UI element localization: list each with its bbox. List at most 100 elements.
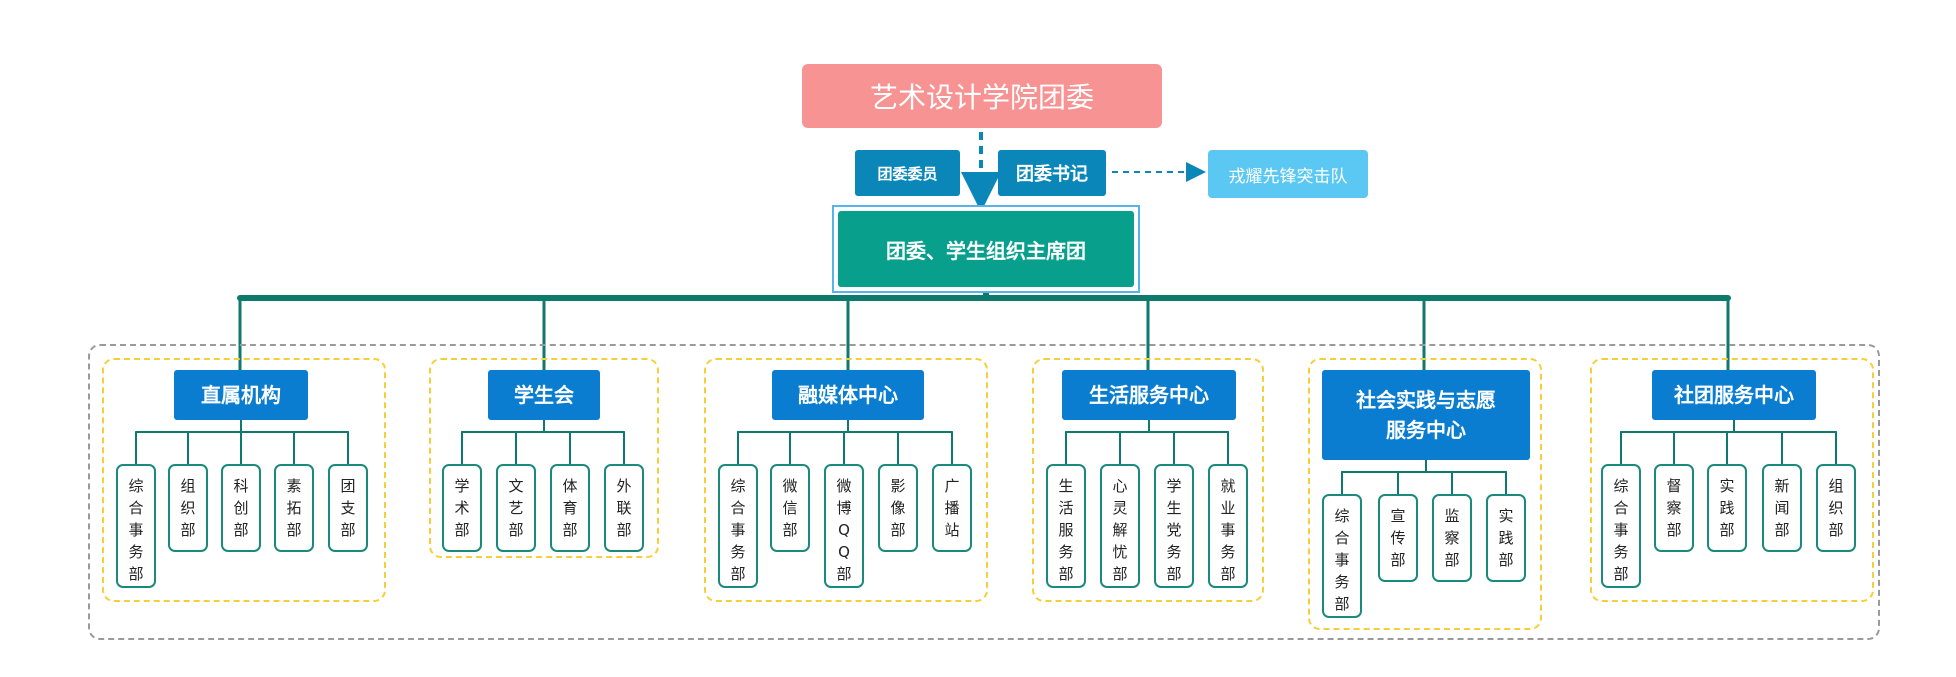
department-label-char: 综 (1334, 507, 1350, 525)
department-label-char: 部 (286, 521, 302, 539)
department-label-char: 部 (1828, 521, 1844, 539)
department-box: 督察部 (1654, 464, 1694, 552)
department-label-char: 合 (1613, 499, 1629, 517)
group-center-box: 社会实践与志愿 服务中心 (1322, 370, 1530, 460)
department-label-char: 播 (944, 499, 960, 517)
department-label-char: 务 (730, 543, 746, 561)
department-label-char: 事 (1613, 521, 1629, 539)
department-label-char: 务 (1166, 543, 1182, 561)
department-label-char: 察 (1666, 499, 1682, 517)
department-box: 综合事务部 (718, 464, 758, 588)
department-box: 综合事务部 (1322, 494, 1362, 618)
department-label-char: 部 (730, 565, 746, 583)
department-label-char: 联 (616, 499, 632, 517)
department-box: 监察部 (1432, 494, 1472, 582)
department-label-char: 事 (730, 521, 746, 539)
department-label-char: 综 (128, 477, 144, 495)
department-label-char: 部 (1774, 521, 1790, 539)
department-label-char: 党 (1166, 521, 1182, 539)
department-box: 心灵解忧部 (1100, 464, 1140, 588)
department-label-char: 务 (128, 543, 144, 561)
department-label-char: 文 (508, 477, 524, 495)
department-box: 微信部 (770, 464, 810, 552)
department-box: 素拓部 (274, 464, 314, 552)
department-box: 学术部 (442, 464, 482, 552)
department-label-char: 广 (944, 477, 960, 495)
department-label-char: 部 (1112, 565, 1128, 583)
department-label-char: 育 (562, 499, 578, 517)
department-label-char: 实 (1719, 477, 1735, 495)
department-box: 综合事务部 (116, 464, 156, 588)
department-box: 实践部 (1707, 464, 1747, 552)
department-label-char: 组 (180, 477, 196, 495)
department-label-char: 部 (616, 521, 632, 539)
group-center-box: 社团服务中心 (1652, 370, 1816, 420)
college-league-committee: 艺术设计学院团委 (802, 64, 1162, 128)
department-box: 学生党务部 (1154, 464, 1194, 588)
department-label-char: 综 (1613, 477, 1629, 495)
department-label-char: 就 (1220, 477, 1236, 495)
department-label-char: 站 (944, 521, 960, 539)
department-label-char: 务 (1613, 543, 1629, 561)
department-label-char: 织 (1828, 499, 1844, 517)
department-label-char: 部 (1166, 565, 1182, 583)
department-label-char: 务 (1334, 573, 1350, 591)
department-label-char: 像 (890, 499, 906, 517)
committee-secretary-box: 团委书记 (998, 150, 1106, 196)
department-label-char: 团 (340, 477, 356, 495)
department-label-char: 践 (1498, 529, 1514, 547)
department-label-char: 合 (1334, 529, 1350, 547)
committee-member-box: 团委委员 (855, 150, 960, 196)
department-label-char: 部 (836, 565, 852, 583)
department-label-char: 艺 (508, 499, 524, 517)
department-label-char: 事 (128, 521, 144, 539)
presidium-box: 团委、学生组织主席团 (838, 211, 1134, 287)
department-label-char: 合 (730, 499, 746, 517)
department-label-char: 体 (562, 477, 578, 495)
group-frame (1590, 358, 1874, 602)
department-label-char: 服 (1058, 521, 1074, 539)
department-label-char: 生 (1058, 477, 1074, 495)
department-label-char: Q (838, 521, 850, 539)
department-box: 广播站 (932, 464, 972, 552)
group-center-box: 生活服务中心 (1062, 370, 1236, 420)
department-box: 影像部 (878, 464, 918, 552)
department-label-char: 务 (1058, 543, 1074, 561)
department-label-char: 外 (616, 477, 632, 495)
department-box: 体育部 (550, 464, 590, 552)
department-label-char: 学 (1166, 477, 1182, 495)
department-label-char: 博 (836, 499, 852, 517)
department-label-char: 事 (1334, 551, 1350, 569)
department-label-char: 部 (454, 521, 470, 539)
department-label-char: 微 (782, 477, 798, 495)
department-label-char: 部 (1613, 565, 1629, 583)
department-label-char: 心 (1112, 477, 1128, 495)
department-label-char: 督 (1666, 477, 1682, 495)
department-label-char: 部 (1058, 565, 1074, 583)
department-label-char: 解 (1112, 521, 1128, 539)
department-label-char: 部 (890, 521, 906, 539)
department-label-char: 拓 (286, 499, 302, 517)
department-box: 宣传部 (1378, 494, 1418, 582)
department-label-char: 部 (782, 521, 798, 539)
department-label-char: 术 (454, 499, 470, 517)
department-label-char: 宣 (1390, 507, 1406, 525)
department-label-char: 部 (1334, 595, 1350, 613)
department-label-char: 部 (1390, 551, 1406, 569)
group-frame (704, 358, 988, 602)
department-label-char: 部 (233, 521, 249, 539)
department-label-char: 影 (890, 477, 906, 495)
group-center-box: 融媒体中心 (772, 370, 924, 420)
department-label-char: 部 (1220, 565, 1236, 583)
department-label-char: 生 (1166, 499, 1182, 517)
department-label-char: 学 (454, 477, 470, 495)
department-label-char: 实 (1498, 507, 1514, 525)
department-label-char: 部 (1498, 551, 1514, 569)
department-label-char: 组 (1828, 477, 1844, 495)
group-frame (1308, 358, 1542, 630)
vanguard-squad-box: 戎耀先锋突击队 (1208, 150, 1368, 198)
group-center-box: 直属机构 (174, 370, 308, 420)
department-label-char: 部 (1719, 521, 1735, 539)
